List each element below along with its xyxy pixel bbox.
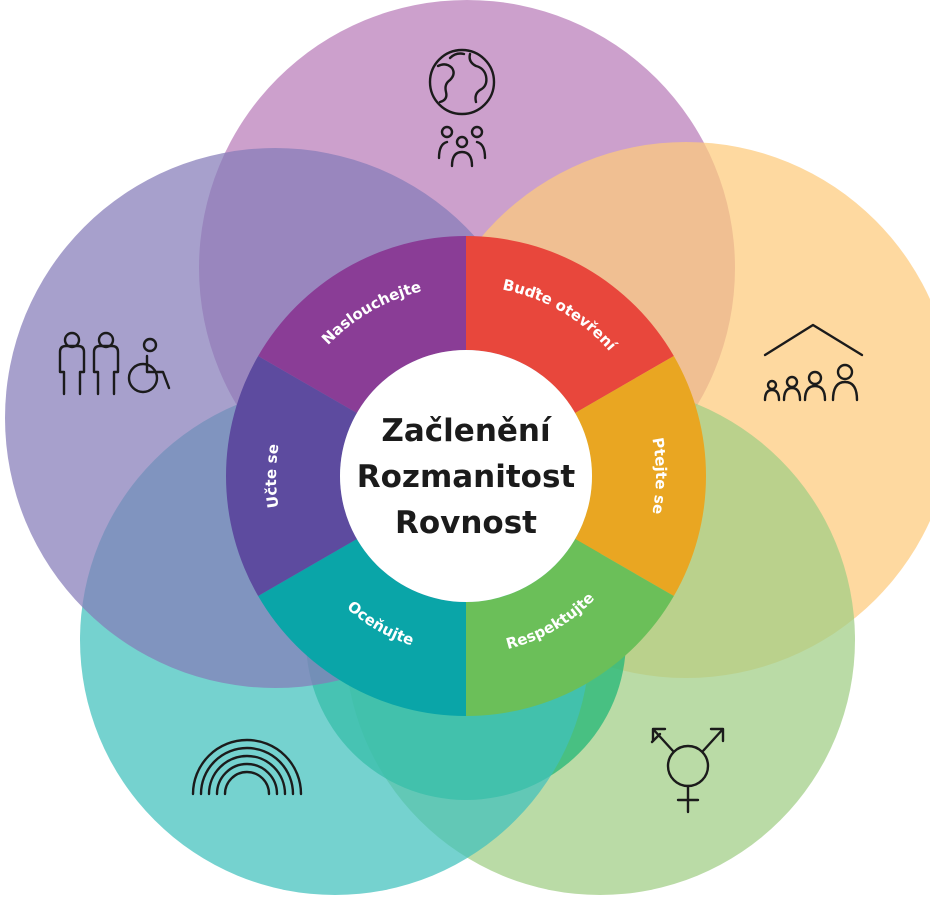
ring-label-5: Učte se: [262, 443, 283, 509]
ring-label-text-2: Ptejte se: [648, 436, 670, 516]
center-title-equality: Rovnost: [395, 505, 537, 541]
ring-segment-6: [258, 236, 466, 413]
ring-segment-2: [575, 356, 706, 596]
globe-people-icon: [428, 48, 496, 168]
center-circle: [340, 350, 592, 602]
transgender-symbol-icon: [650, 727, 725, 814]
center-title-diversity: Rozmanitost: [357, 459, 576, 495]
ring-segment-5: [226, 356, 357, 596]
ring-label-2: Ptejte se: [648, 436, 670, 516]
ring-segment-1: [466, 236, 674, 413]
house-family-icon: [763, 323, 864, 402]
ring-label-text-5: Učte se: [262, 443, 283, 509]
people-wheelchair-icon: [58, 331, 171, 396]
rainbow-icon: [191, 738, 303, 796]
ring-segment-4: [258, 539, 466, 716]
ring-segment-3: [466, 539, 674, 716]
center-title-inclusion: Začlenění: [381, 413, 552, 449]
